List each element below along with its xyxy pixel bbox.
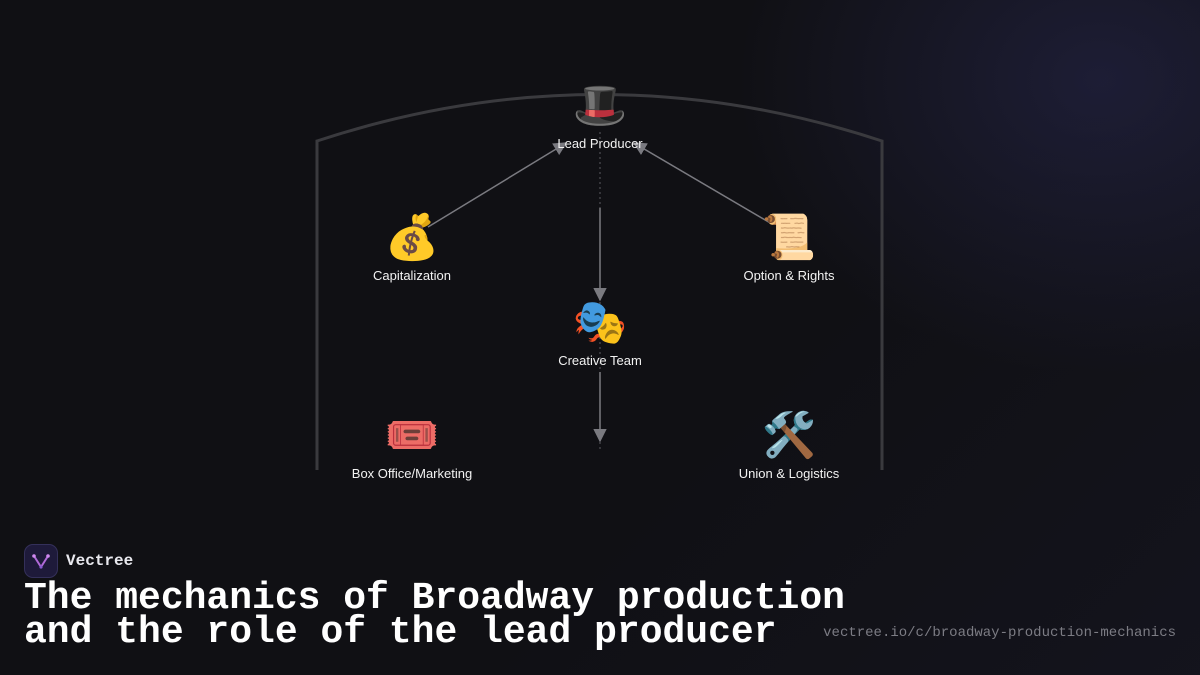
- edge-capitalization-to-lead-producer: [427, 142, 568, 228]
- node-label: Option & Rights: [743, 268, 835, 283]
- node-option-rights[interactable]: 📜 Option & Rights: [699, 212, 879, 283]
- source-url[interactable]: vectree.io/c/broadway-production-mechani…: [823, 625, 1176, 641]
- node-label: Capitalization: [372, 268, 452, 283]
- node-creative-team[interactable]: 🎭 Creative Team: [510, 297, 690, 368]
- edge-option-rights-to-lead-producer: [632, 142, 773, 225]
- ticket-icon: 🎟️: [384, 410, 440, 461]
- node-label: Box Office/Marketing: [351, 466, 473, 481]
- tools-icon: 🛠️: [761, 410, 817, 461]
- brand[interactable]: Vectree: [24, 544, 133, 578]
- scroll-icon: 📜: [761, 212, 817, 263]
- node-capitalization[interactable]: 💰 Capitalization: [322, 212, 502, 283]
- title-line-1: The mechanics of Broadway production: [24, 577, 845, 620]
- node-label: Lead Producer: [557, 136, 643, 151]
- node-label: Creative Team: [558, 353, 642, 368]
- node-label: Union & Logistics: [738, 466, 840, 481]
- money-bag-icon: 💰: [384, 212, 440, 263]
- vectree-logo-icon: [24, 544, 58, 578]
- theater-masks-icon: 🎭: [572, 297, 628, 348]
- top-hat-icon: 🎩: [572, 80, 628, 131]
- brand-name: Vectree: [66, 552, 134, 570]
- node-union-logistics[interactable]: 🛠️ Union & Logistics: [699, 410, 879, 481]
- title-line-2: and the role of the lead producer: [24, 611, 777, 654]
- node-lead-producer[interactable]: 🎩 Lead Producer: [510, 80, 690, 151]
- page-title: The mechanics of Broadway production and…: [24, 577, 845, 654]
- node-box-office-marketing[interactable]: 🎟️ Box Office/Marketing: [322, 410, 502, 481]
- stage-arch-frame: [315, 93, 884, 470]
